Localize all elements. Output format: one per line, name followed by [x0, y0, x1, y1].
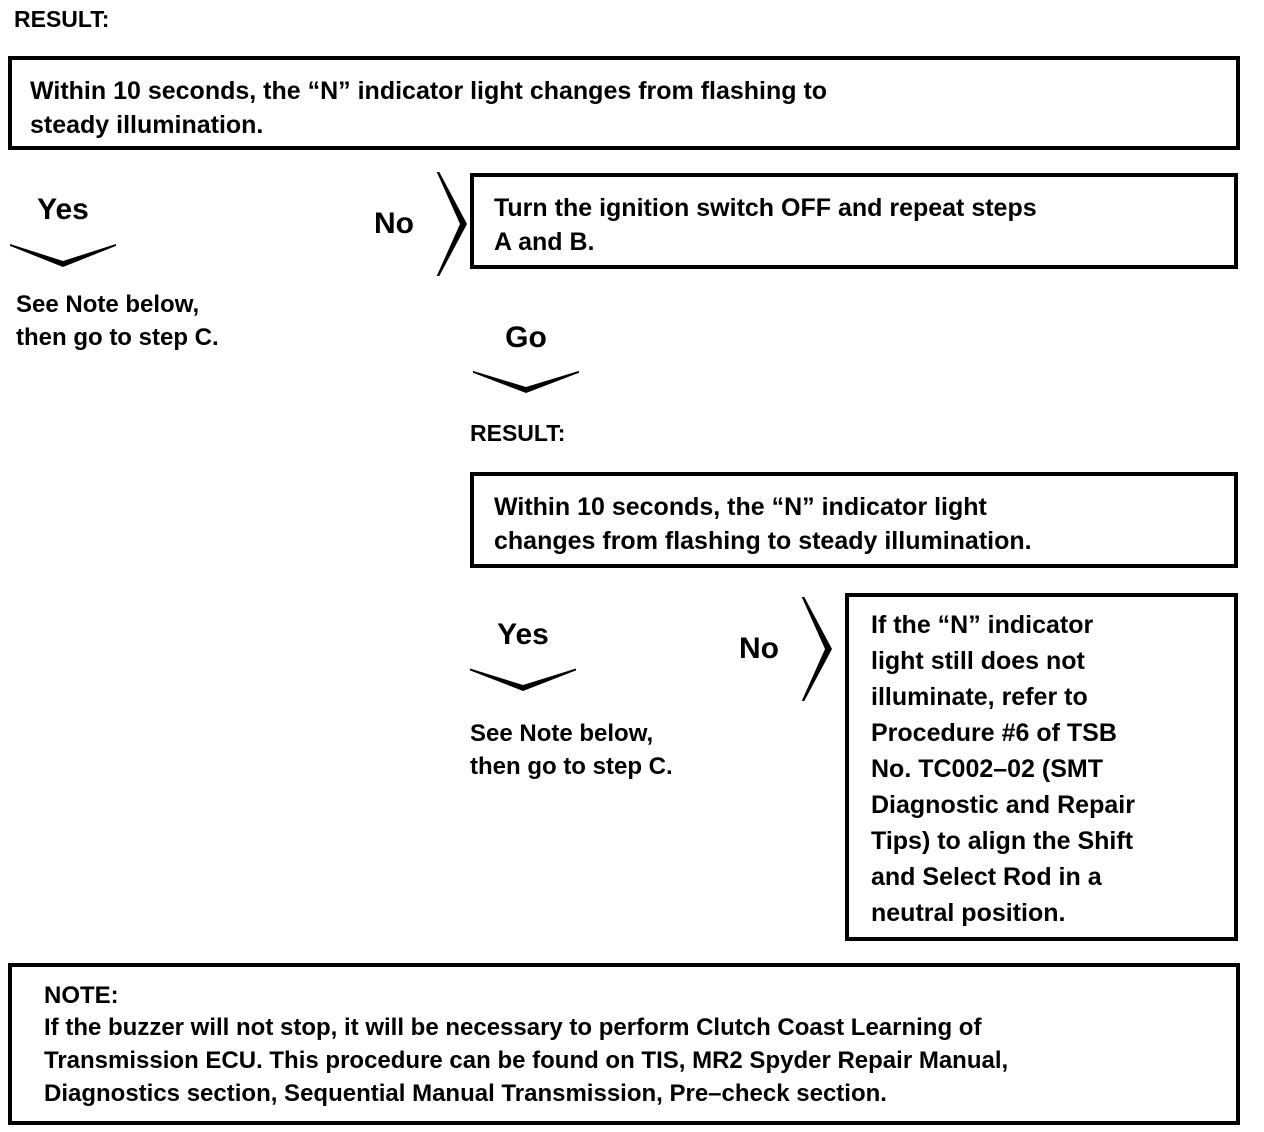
yes-caption-step2: See Note below, then go to step C. [470, 720, 673, 780]
yes-flag-step1-label: Yes [37, 193, 89, 226]
result-box-step2-text: Within 10 seconds, the “N” indicator lig… [494, 493, 1032, 555]
no-flag-step1-inner: No [341, 172, 467, 276]
result-label-step1: RESULT: [14, 6, 110, 32]
note-box: NOTE: If the buzzer will not stop, it wi… [8, 963, 1240, 1125]
no-flag-step1-label: No [374, 207, 414, 240]
note-body: If the buzzer will not stop, it will be … [44, 1014, 1009, 1107]
go-flag-step2-label: Go [505, 321, 547, 354]
no-flag-step1[interactable]: No [341, 172, 467, 276]
no-action-box-step1-text: Turn the ignition switch OFF and repeat … [494, 194, 1037, 256]
yes-flag-step2-label: Yes [497, 618, 549, 651]
no-flag-step2[interactable]: No [706, 597, 832, 701]
no-flag-step2-inner: No [706, 597, 832, 701]
yes-caption-step1: See Note below, then go to step C. [16, 291, 219, 351]
no-action-box-step2: If the “N” indicator light still does no… [845, 593, 1238, 941]
yes-flag-step2[interactable]: Yes [470, 597, 576, 691]
result-box-step1-text: Within 10 seconds, the “N” indicator lig… [30, 77, 828, 139]
yes-flag-step1[interactable]: Yes [10, 171, 116, 267]
no-action-box-step2-text: If the “N” indicator light still does no… [871, 611, 1135, 927]
result-label-step2: RESULT: [470, 420, 566, 446]
yes-flag-step1-inner: Yes [10, 171, 116, 267]
no-action-box-step1: Turn the ignition switch OFF and repeat … [470, 173, 1238, 269]
result-box-step2: Within 10 seconds, the “N” indicator lig… [470, 472, 1238, 568]
result-box-step1: Within 10 seconds, the “N” indicator lig… [8, 56, 1240, 150]
go-flag-step2[interactable]: Go [473, 301, 579, 393]
note-title: NOTE: [44, 982, 119, 1009]
no-flag-step2-label: No [739, 632, 779, 665]
go-flag-step2-inner: Go [473, 301, 579, 393]
yes-flag-step2-inner: Yes [470, 597, 576, 691]
